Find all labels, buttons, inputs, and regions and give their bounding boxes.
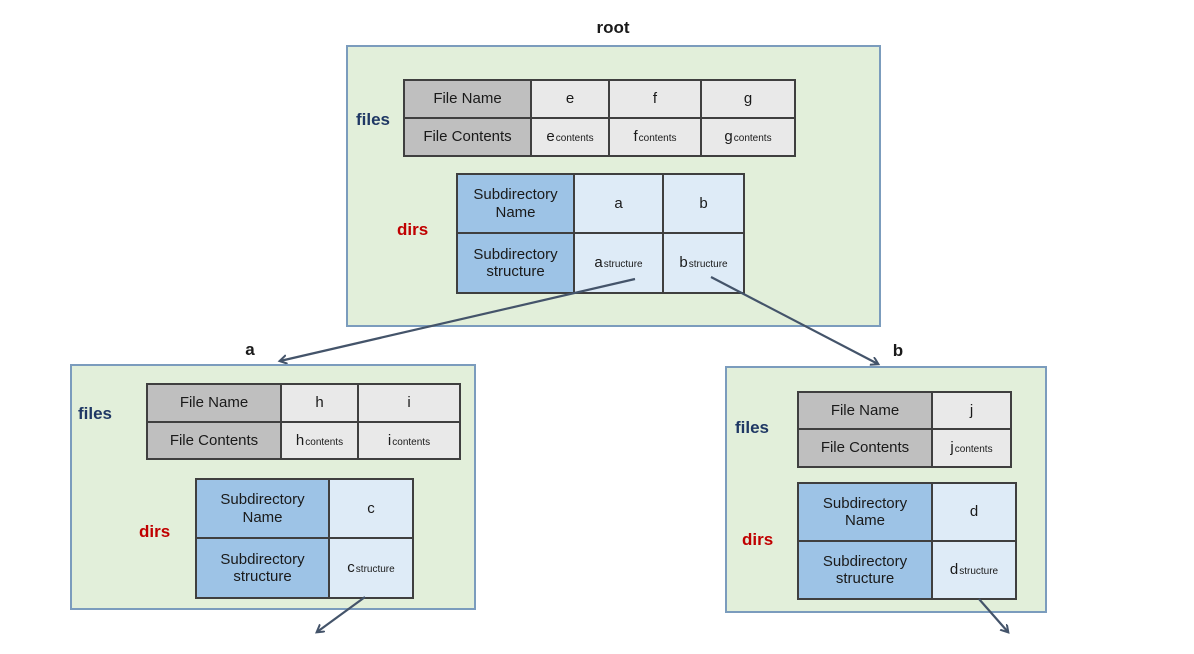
subdir-name-cell: c (329, 479, 413, 538)
files-label: files (735, 418, 770, 437)
file-name-cell: f (609, 80, 701, 118)
dirs-label: dirs (139, 522, 171, 541)
subdir-name-header-cell: Subdirectory Name (457, 174, 574, 233)
dirs-table: Subdirectory Name a b Subdirectory struc… (456, 173, 745, 294)
subdir-name-cell: b (663, 174, 744, 233)
file-name-header-cell: File Name (798, 392, 932, 429)
file-contents-header-cell: File Contents (798, 429, 932, 467)
subdir-structure-header-cell: Subdirectory structure (457, 233, 574, 293)
file-name-cell: i (358, 384, 460, 422)
subdir-structure-header-cell: Subdirectory structure (798, 541, 932, 599)
subdir-name-header-cell: Subdirectory Name (196, 479, 329, 538)
subdir-name-cell: d (932, 483, 1016, 541)
dirs-label: dirs (742, 530, 774, 549)
b-title: b (892, 341, 904, 360)
file-contents-header-cell: File Contents (147, 422, 281, 459)
file-name-cell: g (701, 80, 795, 118)
file-name-cell: e (531, 80, 609, 118)
file-name-header-cell: File Name (147, 384, 281, 422)
file-contents-header-cell: File Contents (404, 118, 531, 156)
dirs-label: dirs (397, 220, 429, 239)
files-label: files (78, 404, 113, 423)
root-title: root (596, 18, 630, 37)
file-name-cell: h (281, 384, 358, 422)
files-label: files (356, 110, 391, 129)
a-title: a (245, 340, 255, 359)
subdir-name-cell: a (574, 174, 663, 233)
subdir-name-header-cell: Subdirectory Name (798, 483, 932, 541)
file-name-header-cell: File Name (404, 80, 531, 118)
file-name-cell: j (932, 392, 1011, 429)
subdir-structure-header-cell: Subdirectory structure (196, 538, 329, 598)
dirs-table: Subdirectory Name d Subdirectory structu… (797, 482, 1017, 600)
dirs-table: Subdirectory Name c Subdirectory structu… (195, 478, 414, 599)
